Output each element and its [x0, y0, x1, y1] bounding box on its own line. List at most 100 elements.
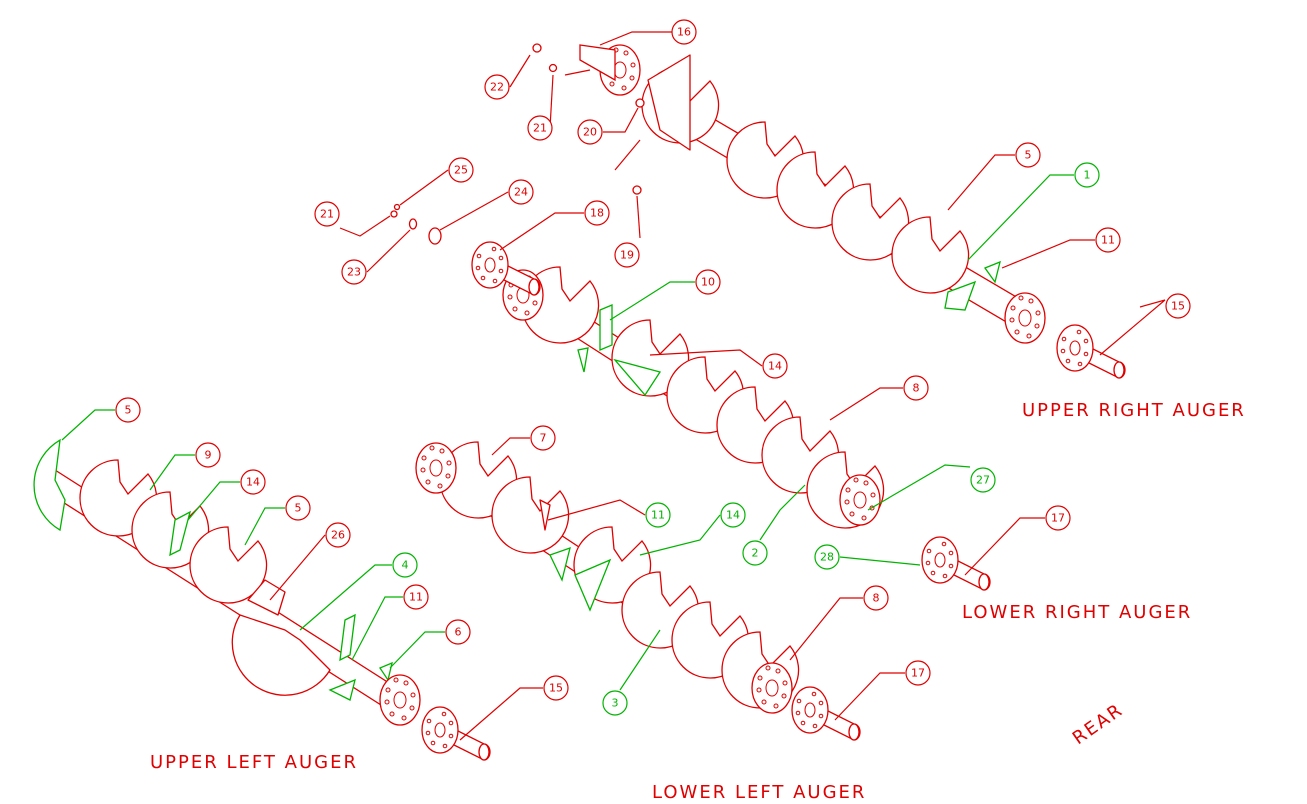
svg-text:21: 21 [533, 122, 547, 135]
upper-left-half-flight-4 [231, 614, 331, 696]
svg-text:7: 7 [540, 432, 547, 445]
upper-right-auger-label: UPPER RIGHT AUGER [1022, 400, 1246, 421]
lower-right-paddle [577, 347, 589, 373]
upper-right-paddle [944, 280, 977, 311]
lower-left-front-flange [415, 442, 457, 494]
svg-text:11: 11 [1101, 234, 1115, 247]
svg-text:11: 11 [409, 591, 423, 604]
callout-3: 3 [602, 629, 661, 716]
callout-25: 25 [399, 157, 474, 206]
callout-19: 19 [614, 195, 641, 268]
upper-right-auger [532, 43, 1126, 379]
svg-text:23: 23 [347, 266, 361, 279]
callout-1: 1 [967, 162, 1100, 261]
lower-right-auger-label: LOWER RIGHT AUGER [962, 602, 1192, 623]
lower-right-paddle-10 [599, 304, 613, 351]
svg-text:26: 26 [331, 529, 345, 542]
svg-text:5: 5 [295, 502, 302, 515]
lower-left-auger-label: LOWER LEFT AUGER [652, 782, 866, 803]
callout-17-lower-right: 17 [964, 505, 1071, 576]
svg-text:11: 11 [651, 509, 665, 522]
callouts: 16 22 21 20 19 5 1 11 15 25 24 21 23 18 … [61, 19, 1191, 741]
upper-left-rear-flange [379, 674, 421, 726]
callout-9: 9 [149, 442, 221, 491]
callout-8-lower-left: 8 [789, 585, 889, 661]
upper-left-clamp-26 [247, 579, 286, 616]
svg-text:5: 5 [1025, 149, 1032, 162]
upper-right-flight [891, 216, 970, 294]
washer-23 [408, 218, 418, 230]
upper-right-bracket [983, 260, 1001, 284]
svg-text:28: 28 [820, 551, 834, 564]
callout-28: 28 [814, 544, 921, 570]
lower-right-stub-17 [921, 536, 991, 591]
callout-11-upper-left: 11 [351, 584, 429, 661]
upper-left-paddle [339, 613, 356, 662]
bolt-19 [632, 185, 642, 195]
upper-left-end-flight-5 [33, 438, 66, 532]
lower-left-paddle-11 [539, 499, 551, 531]
seal-24 [428, 227, 442, 245]
lower-left-paddle [549, 546, 571, 582]
callout-21-lower-right: 21 [314, 201, 391, 237]
washer-21 [548, 63, 558, 73]
svg-text:25: 25 [454, 164, 468, 177]
svg-text:19: 19 [620, 249, 634, 262]
callout-5-upper-left-a: 5 [61, 397, 141, 441]
upper-right-rear-flange [1004, 292, 1046, 344]
callout-14-upper-left: 14 [187, 469, 266, 521]
callout-4: 4 [299, 552, 418, 631]
callout-22: 22 [484, 54, 531, 100]
callout-5-upper-left-b: 5 [244, 495, 311, 546]
callout-16: 16 [599, 19, 697, 46]
svg-text:9: 9 [205, 449, 212, 462]
svg-text:14: 14 [768, 360, 782, 373]
svg-text:27: 27 [976, 474, 990, 487]
callout-17-lower-left: 17 [834, 660, 931, 721]
lower-right-rear-flange [839, 474, 881, 526]
svg-text:17: 17 [1051, 512, 1065, 525]
svg-text:10: 10 [701, 276, 715, 289]
callout-20: 20 [577, 107, 639, 145]
svg-text:8: 8 [873, 592, 880, 605]
bolt-20 [635, 98, 645, 108]
callout-11-upper-right: 11 [1001, 227, 1121, 269]
upper-right-rear-stub-15 [1056, 324, 1126, 379]
svg-text:15: 15 [549, 682, 563, 695]
svg-text:17: 17 [911, 667, 925, 680]
svg-text:16: 16 [677, 26, 691, 39]
svg-text:14: 14 [726, 509, 740, 522]
callout-15-upper-left: 15 [459, 675, 569, 741]
svg-text:4: 4 [402, 559, 409, 572]
svg-text:21: 21 [320, 208, 334, 221]
callout-27: 27 [867, 464, 996, 511]
svg-text:5: 5 [125, 404, 132, 417]
bolt-25 [393, 203, 401, 211]
svg-text:15: 15 [1171, 300, 1185, 313]
callout-5-upper-right: 5 [947, 142, 1041, 211]
rear-label: REAR [1069, 699, 1127, 749]
lower-right-paddle-14 [613, 358, 662, 397]
callout-14-lower-right: 14 [649, 349, 788, 379]
svg-text:1: 1 [1084, 169, 1091, 182]
callout-2: 2 [742, 484, 806, 566]
svg-text:20: 20 [583, 126, 597, 139]
lower-right-auger [390, 203, 991, 591]
callout-18: 18 [499, 200, 610, 251]
svg-text:2: 2 [752, 547, 759, 560]
svg-text:24: 24 [514, 186, 528, 199]
callout-6: 6 [389, 619, 471, 669]
callout-8-lower-right: 8 [829, 375, 929, 421]
svg-text:18: 18 [590, 207, 604, 220]
upper-left-auger-label: UPPER LEFT AUGER [150, 752, 358, 773]
svg-text:8: 8 [913, 382, 920, 395]
callout-10: 10 [609, 269, 721, 321]
callout-11-lower-left: 11 [547, 499, 671, 528]
lower-left-paddle-14 [574, 558, 612, 612]
svg-text:14: 14 [246, 476, 260, 489]
callout-24: 24 [439, 179, 534, 231]
upper-right-front-stub [579, 44, 616, 82]
lower-left-flight [491, 476, 570, 554]
upper-left-paddle-11 [328, 678, 356, 701]
